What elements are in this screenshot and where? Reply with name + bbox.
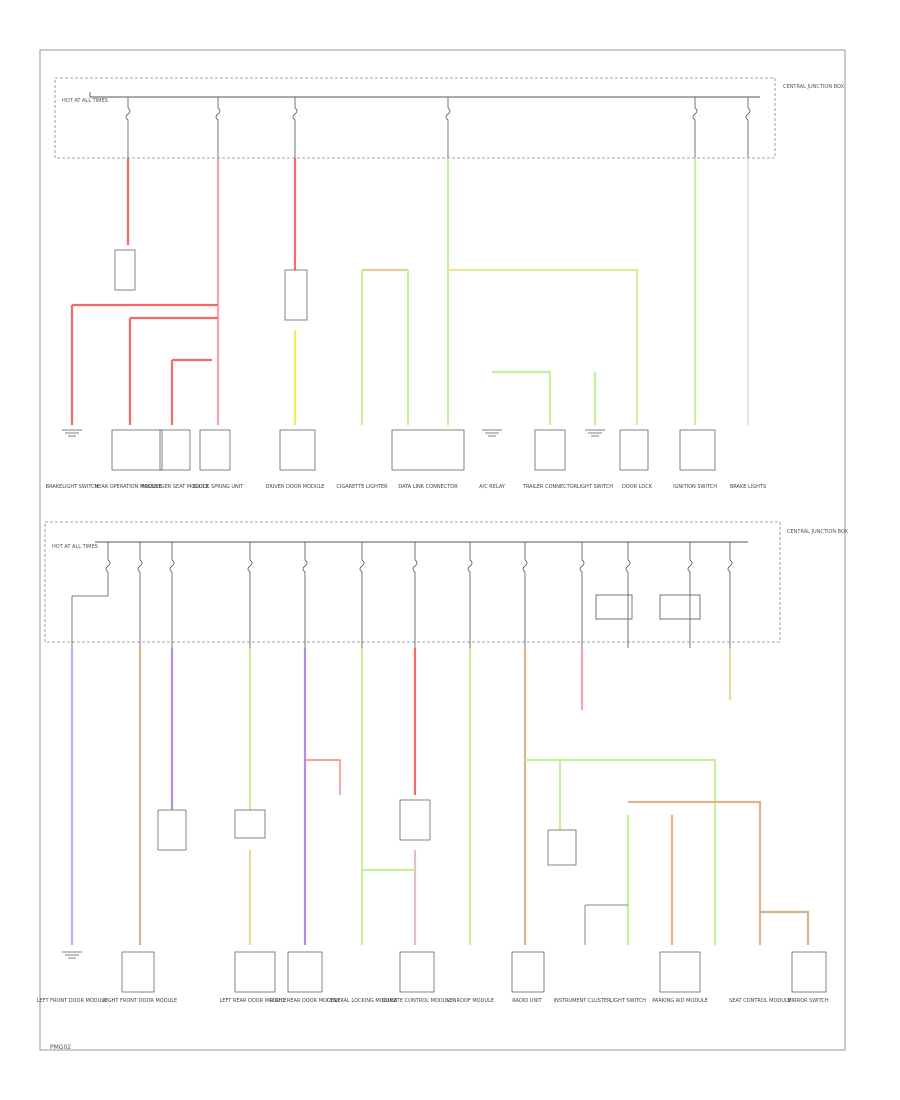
bottom-component-label-12: SEAT CONTROL MODULE <box>729 998 791 1004</box>
wire-green-j <box>558 760 630 945</box>
wire-red-d <box>128 316 218 425</box>
bottom-hot-label: HOT AT ALL TIMES <box>52 544 98 550</box>
bottom-component-label-9: INSTRUMENT CLUSTER <box>554 998 612 1004</box>
bottom-wires <box>70 648 810 945</box>
bottom-component-label-13: MIRROR SWITCH <box>787 998 829 1004</box>
bottom-component-label-6: CLIMATE CONTROL MODULE <box>382 998 453 1004</box>
top-hot-label: HOT AT ALL TIMES <box>62 98 108 104</box>
top-component-label-4: CLOCK SPRING UNIT <box>193 484 245 490</box>
bottom-component-label-10: LIGHT SWITCH <box>610 998 646 1004</box>
fuse-3 <box>292 97 298 158</box>
top-component-label-8: A/C RELAY <box>479 484 506 490</box>
bottom-component-label-5: CENTRAL LOCKING MODULE <box>327 998 397 1004</box>
wire-green-b <box>360 270 410 425</box>
fuse-b1 <box>71 542 111 648</box>
wire-black-a <box>584 904 628 945</box>
footer-code: PMG02 <box>50 1044 72 1051</box>
bottom-connectors <box>121 799 827 993</box>
fuse-b10 <box>579 542 585 648</box>
top-fuses <box>125 97 751 158</box>
top-fuse-box: HOT AT ALL TIMES CENTRAL JUNCTION BOX <box>54 77 845 159</box>
fuse-b2 <box>137 542 143 648</box>
bottom-component-label-3: LEFT REAR DOOR MODULE <box>220 998 287 1004</box>
fuse-b3 <box>169 542 175 648</box>
bottom-component-label-7: SUNROOF MODULE <box>446 998 494 1004</box>
bottom-fuses <box>71 542 733 648</box>
fuse-b5 <box>302 542 308 648</box>
wire-red-c <box>70 303 218 425</box>
bottom-component-label-2: RIGHT FRONT DOOR MODULE <box>103 998 177 1004</box>
wire-green-g <box>360 648 415 945</box>
top-wires <box>70 158 749 425</box>
top-component-label-5: DRIVER DOOR MODULE <box>266 484 325 490</box>
top-component-label-3: PASSENGER SEAT MODULE <box>141 484 208 490</box>
wire-tan-g <box>760 910 810 945</box>
top-component-label-10: LIGHT SWITCH <box>577 484 613 490</box>
diagram-frame <box>39 49 846 1051</box>
fuse-1 <box>125 97 131 158</box>
fuse-b13 <box>727 542 733 648</box>
fuse-b9 <box>522 542 528 648</box>
fuse-b8 <box>467 542 473 648</box>
top-component-label-13: BRAKE LIGHTS <box>730 484 766 490</box>
wire-yellow-b <box>448 268 639 425</box>
fuse-6 <box>745 97 751 158</box>
wire-green-i <box>525 758 717 945</box>
bottom-component-label-1: LEFT FRONT DOOR MODULE <box>37 998 108 1004</box>
top-component-label-6: CIGARETTE LIGHTER <box>336 484 388 490</box>
ground-symbols <box>62 429 605 959</box>
fuse-b7 <box>412 542 418 648</box>
bottom-fuse-box: HOT AT ALL TIMES CENTRAL JUNCTION BOX <box>44 521 849 643</box>
fuse-4 <box>445 97 451 158</box>
bottom-component-label-4: RIGHT REAR DOOR MODULE <box>270 998 341 1004</box>
fuse-b6 <box>359 542 365 648</box>
top-component-label-11: DOOR LOCK <box>622 484 653 490</box>
wire-tan-e <box>628 800 762 945</box>
wire-green-c <box>492 370 552 425</box>
fuse-b4 <box>247 542 253 648</box>
bottom-component-label-8: RADIO UNIT <box>512 998 542 1004</box>
bottom-component-label-11: PARKING AID MODULE <box>652 998 708 1004</box>
top-connectors <box>111 249 716 471</box>
fuse-5 <box>692 97 698 158</box>
top-component-label-2: NEAR OPERATION MODULE <box>94 484 161 490</box>
top-component-labels: BRAKELIGHT SWITCH NEAR OPERATION MODULE … <box>46 484 766 490</box>
top-component-label-7: DATA LINK CONNECTOR <box>398 484 458 490</box>
wire-red-f <box>305 759 341 795</box>
top-component-label-12: IGNITION SWITCH <box>673 484 717 490</box>
wire-red-e <box>170 358 212 425</box>
fuse-2 <box>215 97 221 158</box>
bottom-side-label: CENTRAL JUNCTION BOX <box>787 529 849 535</box>
top-side-label: CENTRAL JUNCTION BOX <box>783 84 845 90</box>
top-component-label-9: TRAILER CONNECTOR <box>522 484 578 490</box>
fuse-b12 <box>687 542 693 648</box>
fuse-b11 <box>625 542 631 648</box>
bottom-component-labels: LEFT FRONT DOOR MODULE RIGHT FRONT DOOR … <box>37 998 829 1004</box>
top-component-label-1: BRAKELIGHT SWITCH <box>46 484 99 490</box>
